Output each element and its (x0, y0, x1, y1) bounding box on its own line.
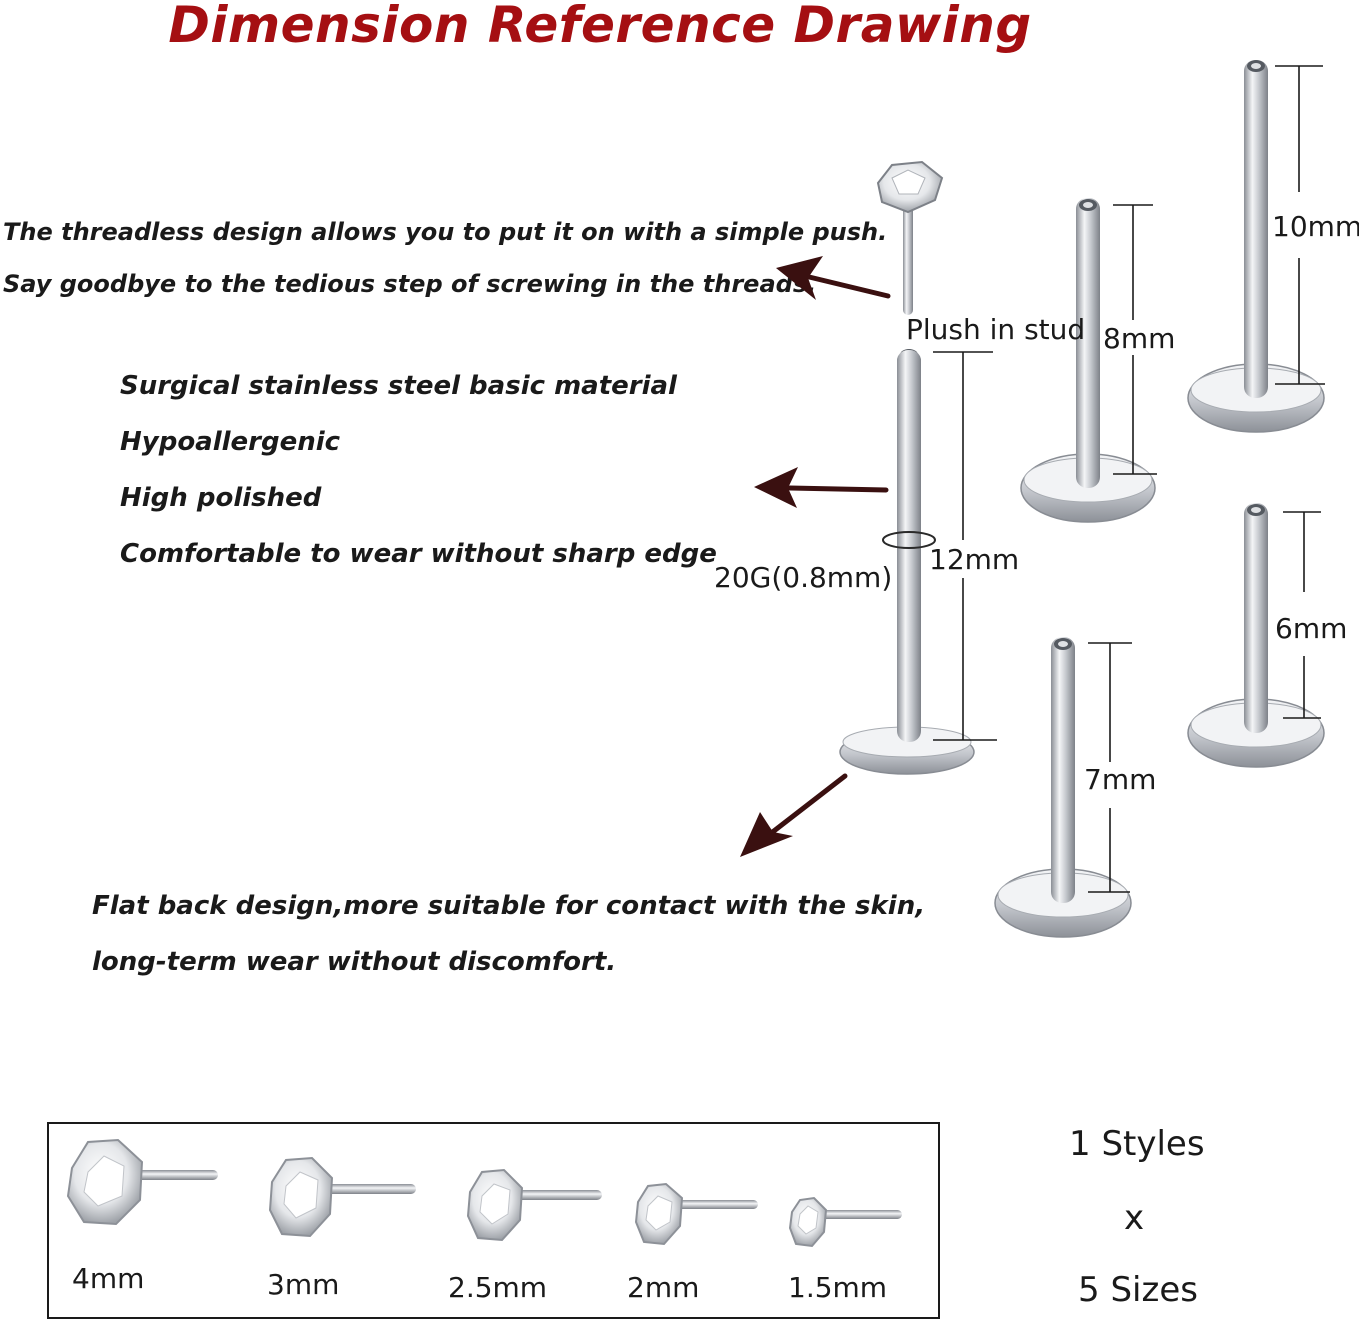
stone-stud-3mm (268, 1156, 416, 1238)
flatback-note-line-2: long-term wear without discomfort. (92, 947, 617, 977)
length-12mm-label: 12mm (929, 543, 1020, 576)
labret-10mm (1187, 60, 1325, 433)
callout-arrows (740, 256, 891, 857)
stone-size-4mm: 4mm (72, 1262, 145, 1295)
labret-12mm (839, 349, 975, 775)
page-title: Dimension Reference Drawing (168, 0, 1032, 54)
stone-stud-4mm (66, 1138, 218, 1226)
threadless-note-line-2: Say goodbye to the tedious step of screw… (3, 270, 817, 298)
material-note-hypoallergenic: Hypoallergenic (120, 427, 341, 457)
summary-styles: 1 Styles (1069, 1124, 1205, 1164)
gauge-label: 20G(0.8mm) (714, 561, 893, 594)
summary-times: x (1124, 1198, 1145, 1238)
length-8mm-label: 8mm (1103, 322, 1176, 355)
arrow-flatback (740, 773, 848, 857)
arrow-material (754, 467, 889, 508)
material-note-polished: High polished (120, 483, 322, 513)
stone-size-box (47, 1122, 940, 1319)
labret-7mm (994, 637, 1132, 938)
push-in-stud (876, 160, 944, 315)
stone-stud-2mm (634, 1182, 758, 1246)
stone-size-2.5mm: 2.5mm (448, 1271, 548, 1304)
length-6mm-label: 6mm (1275, 612, 1348, 645)
labret-6mm (1187, 503, 1325, 768)
arrow-threadless (776, 256, 891, 300)
stone-size-1.5mm: 1.5mm (788, 1271, 888, 1304)
threadless-note-line-1: The threadless design allows you to put … (3, 218, 888, 246)
summary-sizes: 5 Sizes (1078, 1270, 1198, 1310)
dimension-lines (933, 65, 1325, 893)
stone-size-3mm: 3mm (267, 1268, 340, 1301)
length-7mm-label: 7mm (1084, 763, 1157, 796)
material-note-comfortable: Comfortable to wear without sharp edge (120, 539, 717, 569)
material-note-steel: Surgical stainless steel basic material (120, 371, 677, 401)
stone-stud-1.5mm (788, 1196, 902, 1248)
labret-8mm (1020, 198, 1156, 523)
push-in-stud-label: Plush in stud (906, 313, 1086, 346)
stone-size-2mm: 2mm (627, 1271, 700, 1304)
stone-stud-2.5mm (466, 1168, 602, 1242)
flatback-note-line-1: Flat back design,more suitable for conta… (92, 891, 926, 921)
length-10mm-label: 10mm (1272, 210, 1359, 243)
